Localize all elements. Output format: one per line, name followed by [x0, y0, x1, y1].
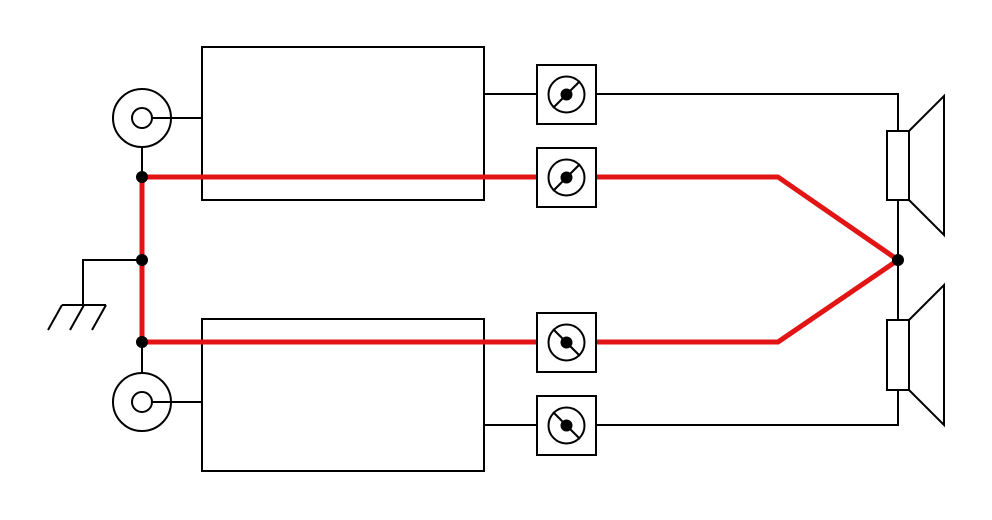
top-signal-wire-out: [596, 93, 899, 131]
junction-dot-speaker: [892, 254, 904, 266]
junction-dot-bottom: [136, 336, 148, 348]
meter-bottom-ground: [536, 312, 597, 373]
speaker-top: [886, 93, 945, 238]
rca-jack-bottom: [112, 342, 202, 432]
amplifier-top: [201, 46, 485, 201]
speaker-bottom: [886, 282, 945, 428]
meter-bottom-signal: [536, 395, 597, 456]
bottom-signal-wire-out: [596, 390, 899, 426]
junction-dot-top: [136, 171, 148, 183]
ground-loop-bottom-to-speaker: [593, 257, 901, 345]
junction-dots: [136, 171, 904, 348]
ground-loop-top-to-speaker: [593, 174, 901, 263]
rca-jack-top: [112, 88, 202, 177]
meter-top-signal: [536, 64, 597, 125]
meter-top-ground: [536, 147, 597, 208]
signal-wires: [484, 93, 899, 426]
ground-symbol: [47, 259, 142, 331]
amplifier-bottom: [201, 318, 485, 472]
junction-dot-ground: [136, 254, 148, 266]
